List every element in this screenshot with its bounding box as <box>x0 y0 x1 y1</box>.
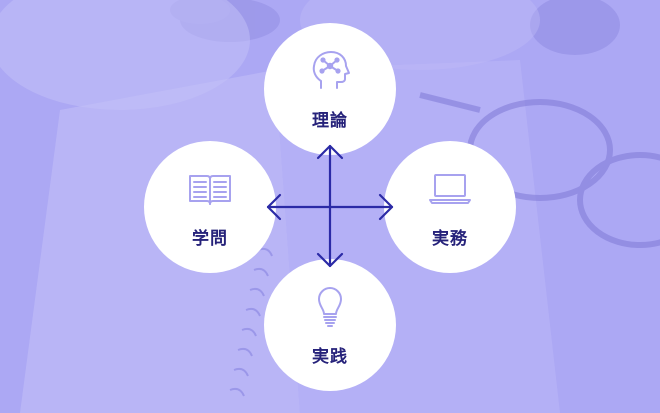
open-book-icon <box>187 166 233 212</box>
arrowhead-up <box>316 144 344 160</box>
node-business: 実務 <box>384 141 516 273</box>
arrowhead-left <box>266 193 282 221</box>
lightbulb-icon <box>307 284 353 330</box>
laptop-icon <box>427 166 473 212</box>
node-academics: 学問 <box>144 141 276 273</box>
node-label: 実践 <box>312 346 348 367</box>
brain-network-icon <box>307 48 353 94</box>
node-label: 学問 <box>192 228 228 249</box>
node-label: 実務 <box>432 228 468 249</box>
node-label: 理論 <box>312 110 348 131</box>
arrowhead-right <box>378 193 394 221</box>
arrowhead-down <box>316 252 344 268</box>
node-practice: 実践 <box>264 259 396 391</box>
node-theory: 理論 <box>264 23 396 155</box>
